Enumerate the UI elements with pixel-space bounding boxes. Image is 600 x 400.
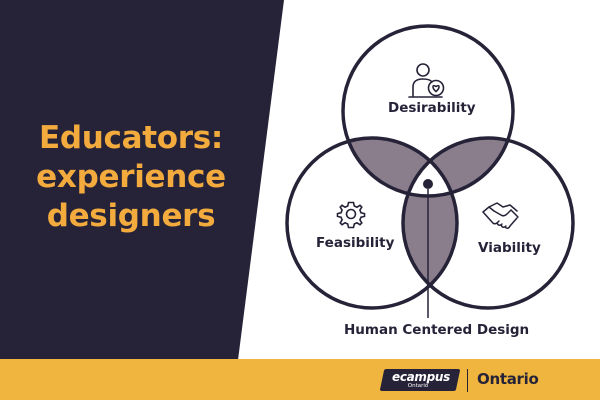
- ontario-wordmark: Ontario: [477, 370, 539, 388]
- circle-viability: [401, 136, 575, 310]
- person-heart-icon: [408, 63, 445, 98]
- label-desirability: Desirability: [388, 100, 476, 116]
- ecampus-logo-subtext: Ontario: [407, 383, 429, 389]
- gear-icon: [336, 201, 366, 229]
- headline-line-1: Educators:: [39, 120, 223, 156]
- headline-line-2: experience: [36, 159, 226, 195]
- ecampus-logo-text: ecampus: [391, 370, 451, 384]
- label-human-centered-design: Human Centered Design: [344, 322, 530, 338]
- label-viability: Viability: [478, 240, 541, 256]
- venn-diagram: [285, 24, 575, 318]
- logo-divider: [467, 369, 468, 392]
- footer-bar: [0, 359, 600, 400]
- navy-panel: [0, 0, 284, 360]
- handshake-icon: [482, 202, 519, 230]
- label-feasibility: Feasibility: [316, 235, 395, 251]
- circle-feasibility: [285, 136, 459, 310]
- headline-line-3: designers: [46, 198, 216, 234]
- center-dot: [423, 179, 433, 189]
